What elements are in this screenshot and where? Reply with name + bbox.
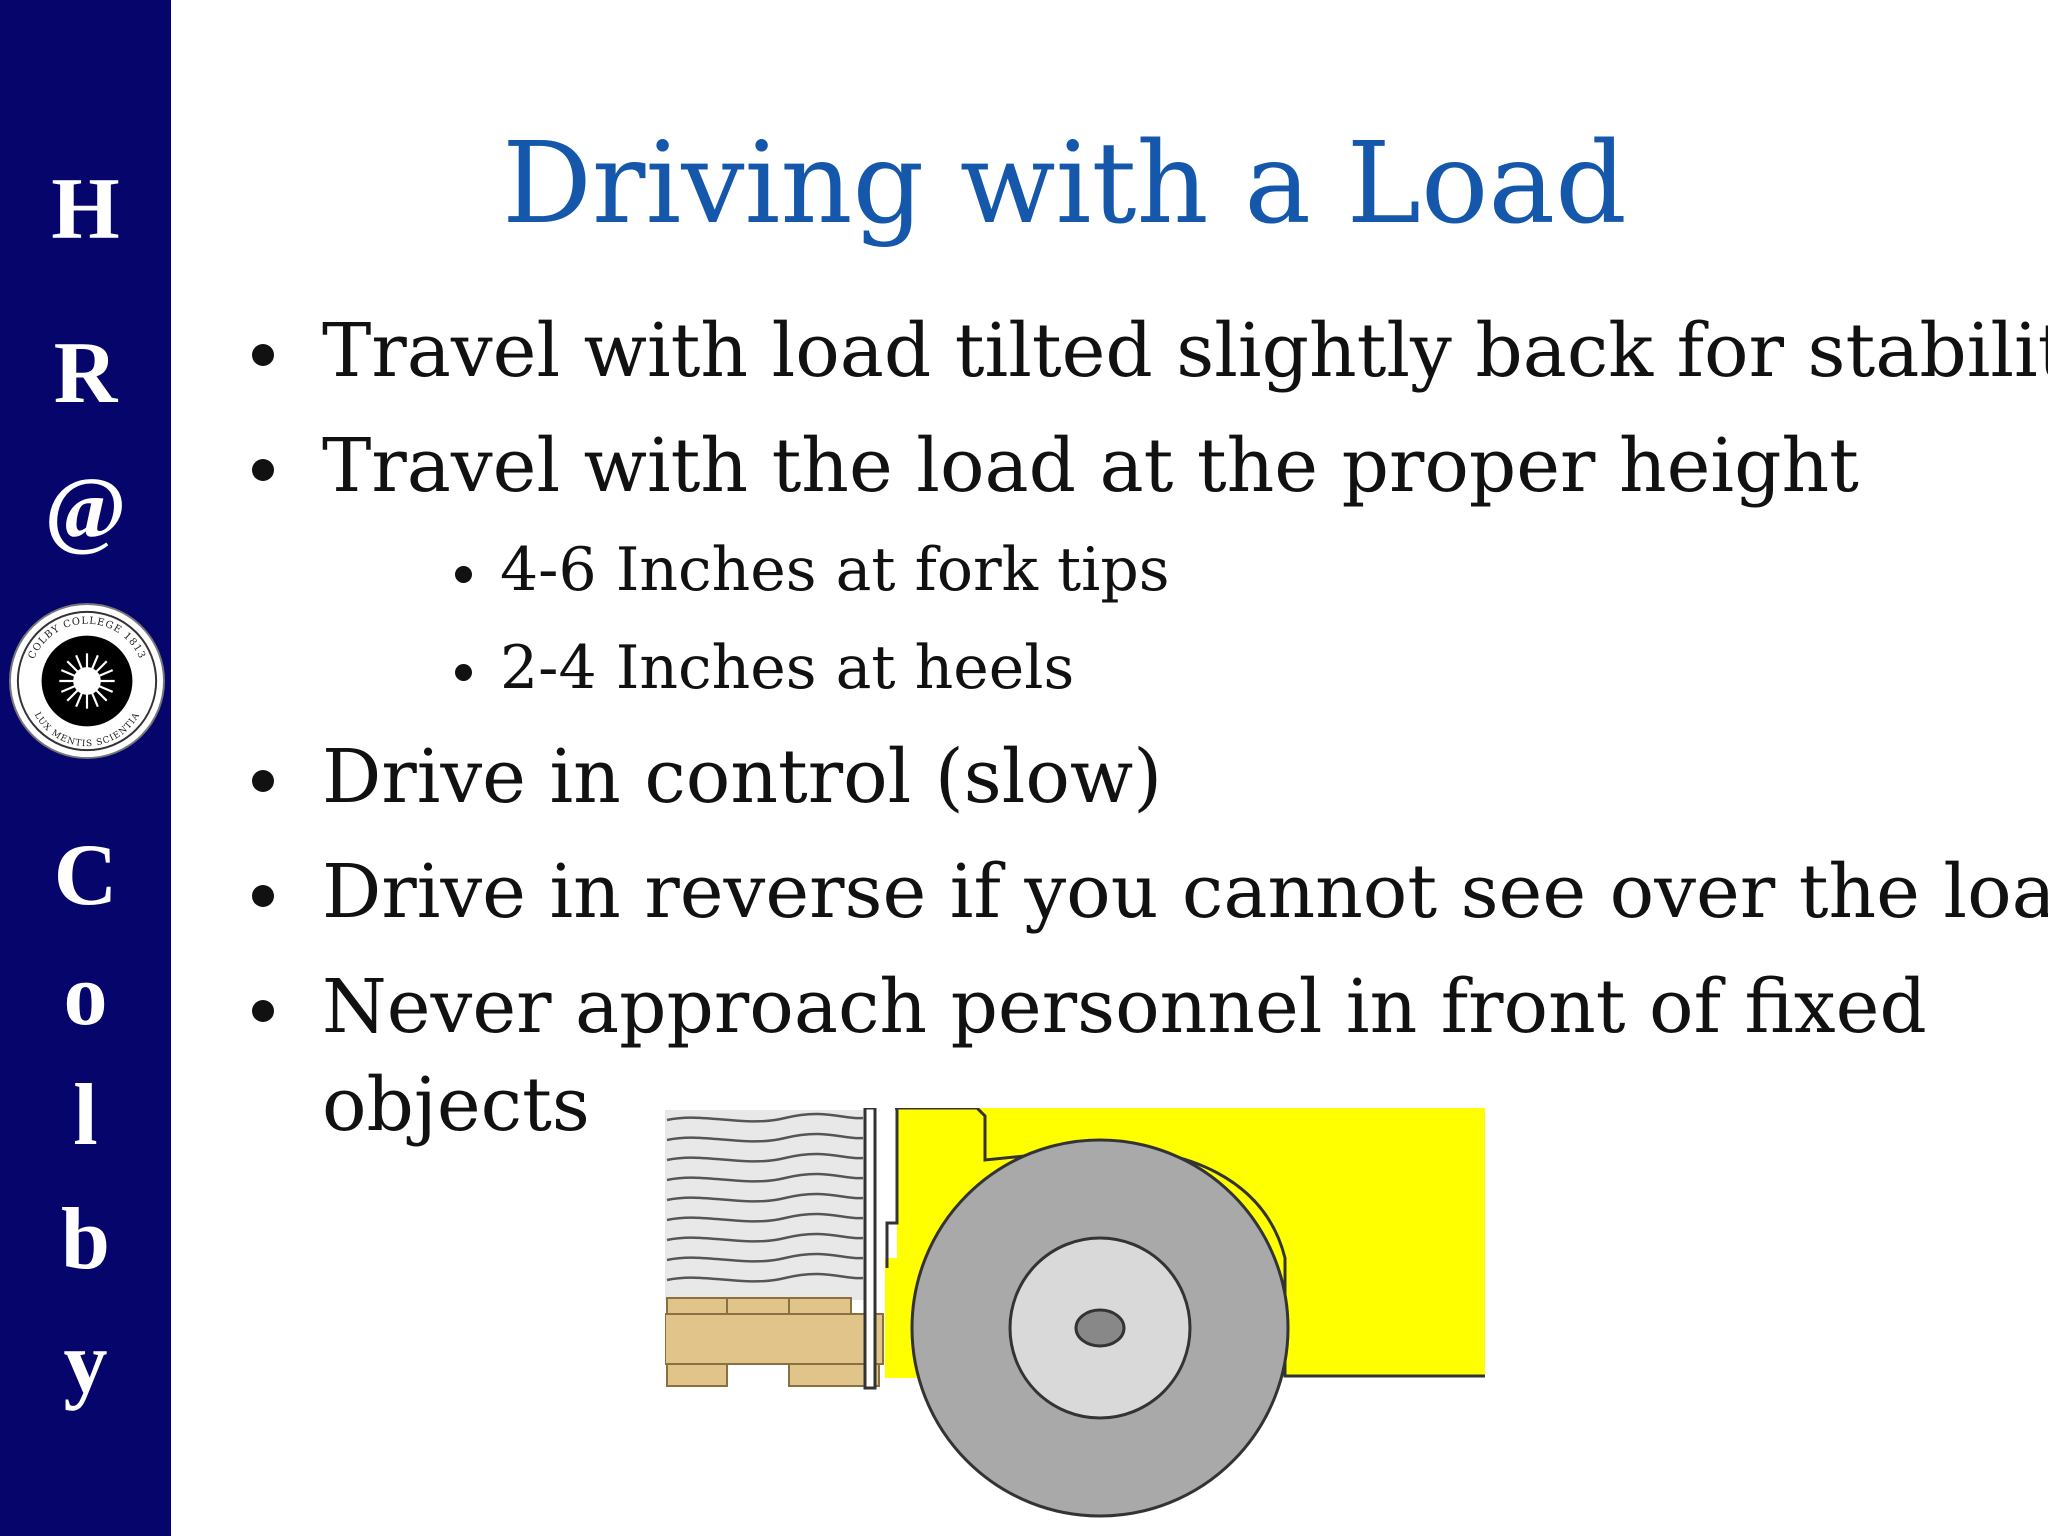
bullet-never-approach-continued: objects [322,1062,590,1148]
sidebar-letter-r: R [53,325,118,422]
college-seal-icon: COLBY COLLEGE 1813 LUX MENTIS SCIENTIA [8,602,166,760]
bullet-proper-height: Travel with the load at the proper heigh… [322,423,1859,509]
sidebar-letter-c: C [53,827,118,924]
sidebar-letter-b: b [61,1191,110,1288]
slide-title: Driving with a Load [502,119,1627,249]
bullet-dot [252,344,274,366]
sidebar-letter-y: y [63,1315,108,1412]
forklift-load-illustration [665,1108,1485,1518]
bullet-tilt-back: Travel with load tilted slightly back fo… [322,308,2048,394]
bullet-drive-reverse: Drive in reverse if you cannot see over … [322,849,2048,935]
bullet-never-approach: Never approach personnel in front of fix… [322,964,1927,1050]
pallet [665,1297,884,1387]
bullet-dot [252,1000,274,1022]
sidebar-letter-at: @ [44,461,127,558]
sidebar: H R @ COLBY COLLEGE 1813 LUX MENTIS SCIE… [0,0,171,1536]
sub-bullet-fork-tips: 4-6 Inches at fork tips [500,535,1170,605]
wheel-hub [1074,1308,1126,1348]
sidebar-letter-o: o [63,947,108,1044]
mast [863,1108,877,1390]
sub-bullet-dot [455,566,472,583]
sub-bullet-heels: 2-4 Inches at heels [500,633,1075,703]
sidebar-letter-h: H [51,161,120,258]
bullet-dot [252,885,274,907]
bullet-drive-control: Drive in control (slow) [322,734,1163,820]
sub-bullet-dot [455,664,472,681]
bullet-dot [252,459,274,481]
load-layers [666,1112,864,1283]
bullet-dot [252,770,274,792]
sidebar-letter-l: l [73,1067,98,1164]
